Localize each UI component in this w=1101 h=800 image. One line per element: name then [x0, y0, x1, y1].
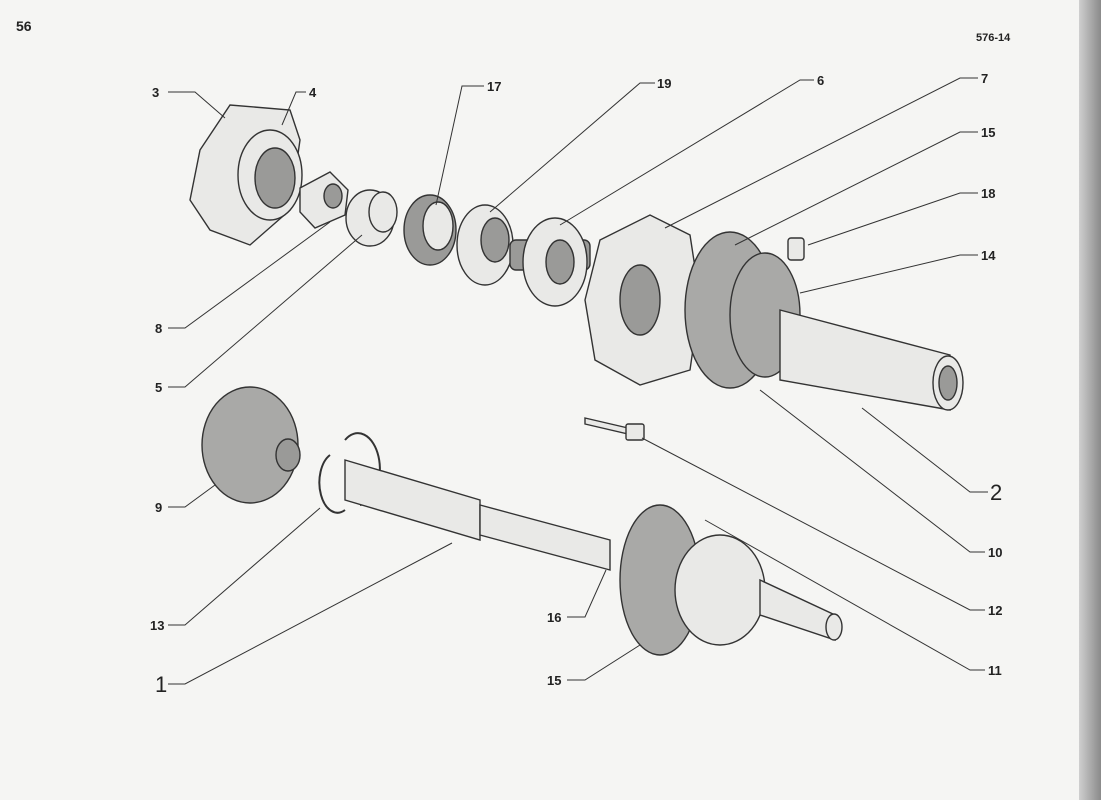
boot-part-9 [201, 386, 301, 504]
callout-7: 7 [981, 71, 988, 86]
callout-15-upper: 15 [981, 125, 995, 140]
callout-12: 12 [988, 603, 1002, 618]
callout-5: 5 [155, 380, 162, 395]
grease-nipple-part-18 [787, 237, 805, 261]
callout-1: 1 [155, 672, 167, 697]
boot-part-15-14 [684, 231, 801, 389]
figure-reference: 576-14 [976, 32, 1011, 44]
callout-17: 17 [487, 79, 501, 94]
callout-10: 10 [988, 545, 1002, 560]
flange-housing-part-3 [189, 104, 303, 246]
driveshaft-part-1 [344, 459, 843, 656]
callout-18: 18 [981, 186, 995, 201]
callout-11: 11 [988, 663, 1002, 678]
callout-16: 16 [547, 610, 561, 625]
bushing-part-5 [345, 189, 398, 247]
flange-plate-part-7 [584, 214, 701, 386]
callout-3: 3 [152, 85, 159, 100]
callout-14: 14 [981, 248, 996, 263]
callout-15-lower: 15 [547, 673, 561, 688]
callout-2: 2 [990, 480, 1002, 505]
leader-lines [168, 77, 988, 685]
seal-ring-part-17 [403, 194, 457, 266]
callout-13: 13 [150, 618, 164, 633]
callout-19: 19 [657, 76, 671, 91]
callout-4: 4 [309, 85, 317, 100]
stub-shaft-part-2 [779, 309, 964, 411]
callout-6: 6 [817, 73, 824, 88]
bearing-part-6 [509, 217, 591, 307]
callout-8: 8 [155, 321, 162, 336]
scan-edge-shadow [1079, 0, 1101, 800]
callout-9: 9 [155, 500, 162, 515]
bearing-part-19 [456, 204, 514, 286]
bolt-part-12 [584, 417, 645, 441]
nut-part-8 [299, 171, 349, 229]
page-number: 56 [16, 18, 32, 34]
